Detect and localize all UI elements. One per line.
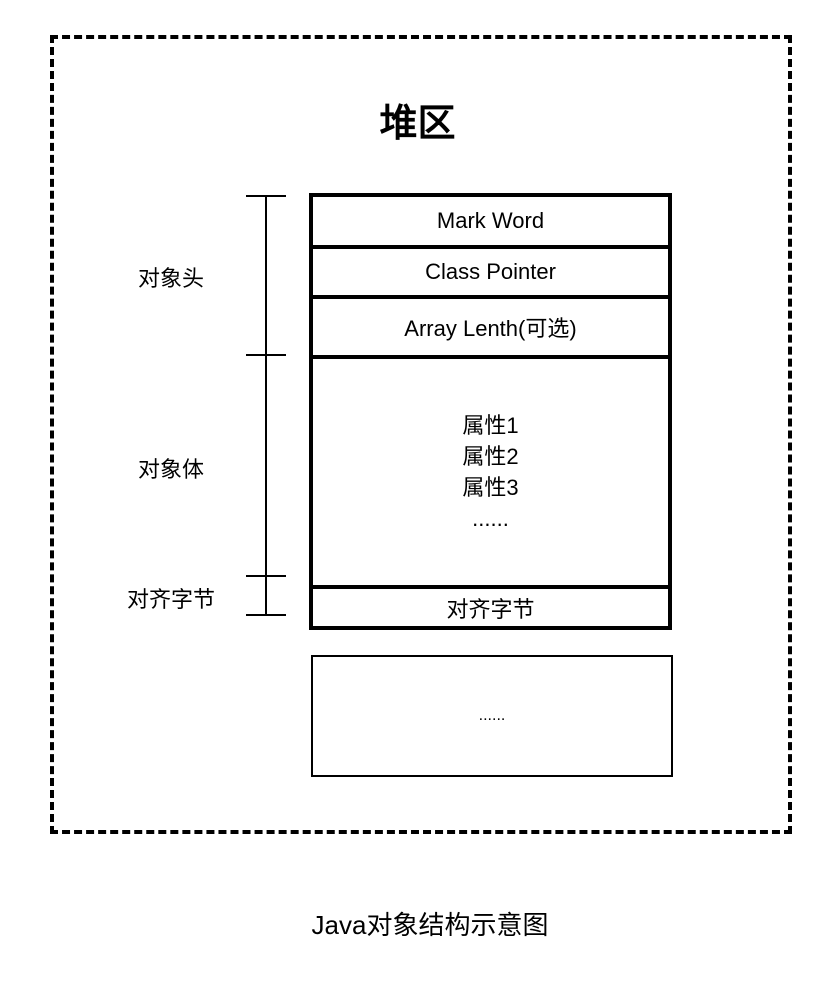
next-object-ellipsis: ...... <box>478 707 506 724</box>
label-object-body: 对象体 <box>137 457 204 482</box>
heap-region <box>50 35 792 834</box>
field-2: 属性2 <box>462 444 519 469</box>
cell-mark-word: Mark Word <box>313 197 668 249</box>
field-ellipsis: ...... <box>472 506 509 531</box>
bracket-tick-header-top <box>246 195 286 197</box>
bracket-vertical-line <box>265 195 267 616</box>
cell-instance-fields: 属性1 属性2 属性3 ...... <box>313 359 668 589</box>
bracket-tick-header-body <box>246 354 286 356</box>
label-padding: 对齐字节 <box>126 587 215 612</box>
bracket-tick-padding-bottom <box>246 614 286 616</box>
heap-title: 堆区 <box>379 103 456 145</box>
cell-padding: 对齐字节 <box>313 589 668 630</box>
cell-class-pointer: Class Pointer <box>313 249 668 299</box>
label-object-header: 对象头 <box>137 266 204 291</box>
field-1: 属性1 <box>462 413 519 438</box>
field-3: 属性3 <box>462 475 519 500</box>
cell-array-length: Array Lenth(可选) <box>313 299 668 359</box>
next-object-box: ...... <box>311 655 673 777</box>
diagram-caption: Java对象结构示意图 <box>311 910 549 940</box>
object-structure: Mark Word Class Pointer Array Lenth(可选) … <box>309 193 672 630</box>
bracket-tick-body-padding <box>246 575 286 577</box>
